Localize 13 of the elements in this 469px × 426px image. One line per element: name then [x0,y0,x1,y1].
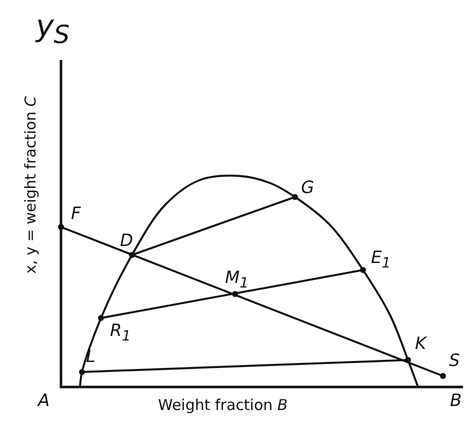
corner-label: B [450,393,462,410]
axis-label: Weight fraction B [158,398,288,413]
point-label: G [301,180,314,197]
point-label: R$_{1}$ [110,323,131,344]
point-label: K [415,336,426,353]
point-label: F [71,206,81,223]
point-label: M$_{1}$ [225,270,249,291]
axis-label: x, y = weight fraction C [24,96,38,274]
point-label: S [449,353,460,370]
axis-label: y$_{S}$ [36,12,70,47]
corner-label: A [38,393,50,410]
point-label: D [120,233,134,250]
point-label: E$_{1}$ [371,250,391,271]
